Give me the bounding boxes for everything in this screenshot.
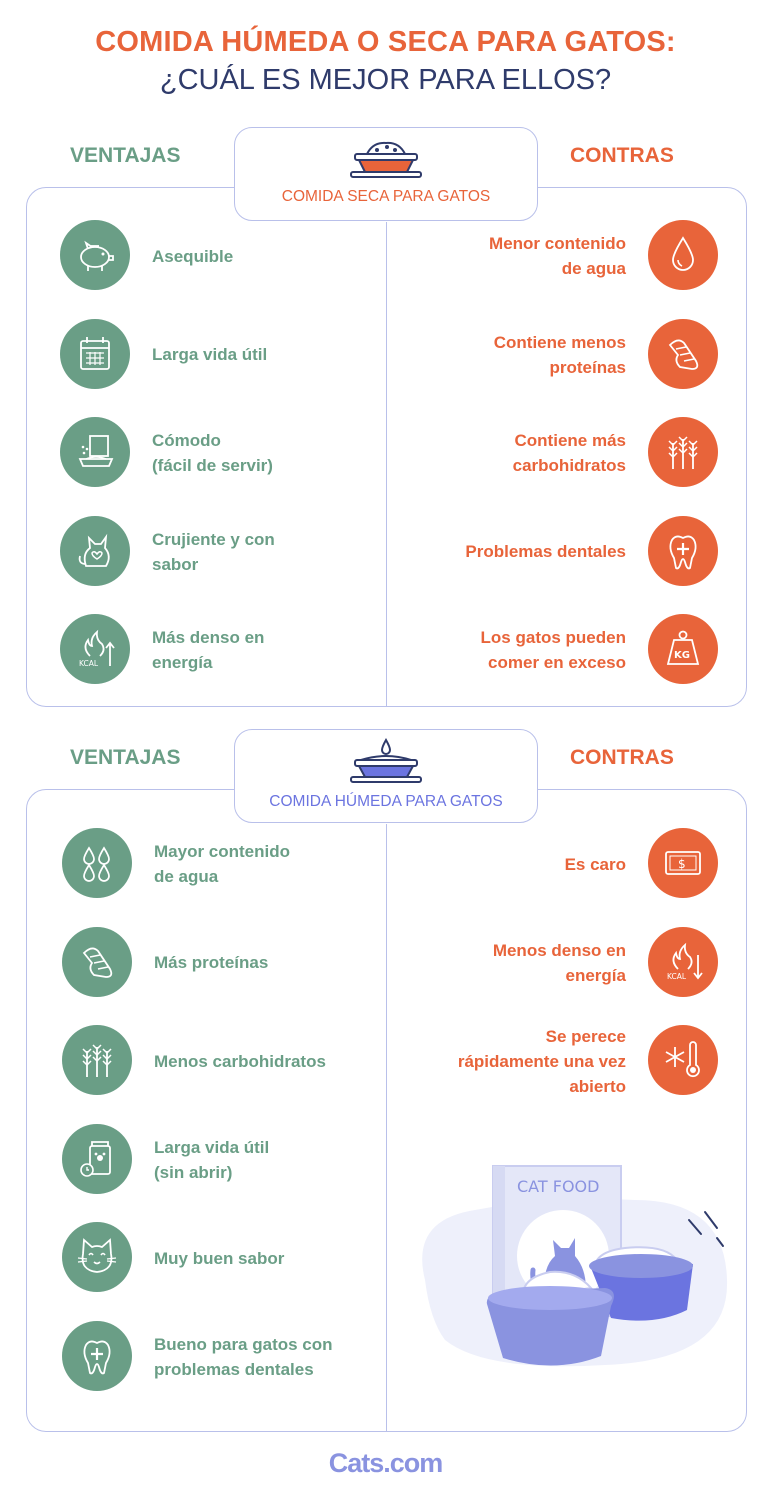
pouring-bag-icon: [60, 417, 130, 487]
wet-pro-text: Muy buen sabor: [154, 1248, 285, 1268]
kg-weight-icon: KG: [648, 614, 718, 684]
wet-pro-item: Larga vida útil (sin abrir): [62, 1123, 382, 1196]
dry-bowl-icon: [350, 141, 422, 178]
svg-text:KCAL: KCAL: [667, 972, 687, 981]
dry-con-item: Problemas dentales: [388, 515, 718, 588]
meat-icon: [62, 926, 132, 997]
dry-con-text: Menor contenido de agua: [489, 234, 626, 278]
dry-cons-heading: CONTRAS: [570, 144, 674, 167]
wet-food-label: COMIDA HÚMEDA PARA GATOS: [269, 793, 503, 810]
dry-divider: [386, 222, 387, 706]
wet-pro-item: Muy buen sabor: [62, 1222, 382, 1294]
wet-pro-text: Larga vida útil (sin abrir): [154, 1137, 270, 1182]
thermometer-snow-icon: [648, 1025, 718, 1095]
tooth-icon: [648, 515, 718, 586]
kcal-up-icon: KCAL: [60, 614, 130, 684]
dry-pro-item: KCAL Más denso en energía: [60, 614, 380, 686]
dry-con-item: Contiene menos proteínas: [388, 318, 718, 391]
dry-food-badge: COMIDA SECA PARA GATOS: [234, 127, 538, 221]
wet-pro-item: Más proteínas: [62, 926, 382, 999]
dry-con-text: Contiene más carbohidratos: [512, 431, 626, 475]
dry-pro-text: Más denso en energía: [152, 628, 265, 672]
svg-text:KCAL: KCAL: [79, 659, 99, 668]
page-subtitle: ¿CUÁL ES MEJOR PARA ELLOS?: [159, 64, 612, 96]
water-drop-icon: [648, 220, 718, 290]
wet-con-item: Se perece rápidamente una vez abierto: [388, 1025, 718, 1097]
water-drops-icon: [62, 828, 132, 898]
cat-heart-icon: [60, 515, 130, 586]
kcal-down-icon: KCAL: [648, 926, 718, 997]
wet-pro-text: Bueno para gatos con problemas dentales: [154, 1334, 333, 1379]
bag-label: CAT FOOD: [517, 1177, 599, 1196]
wheat-icon: [62, 1025, 132, 1095]
page-title: COMIDA HÚMEDA O SECA PARA GATOS:: [95, 26, 676, 58]
tooth-icon: [62, 1320, 132, 1391]
dry-food-label: COMIDA SECA PARA GATOS: [281, 188, 491, 205]
cat-food-illustration: CAT FOOD: [422, 1165, 728, 1367]
dry-pro-item: Crujiente y con sabor: [60, 515, 380, 588]
wet-pro-text: Mayor contenido de agua: [154, 842, 291, 886]
dry-pro-text: Asequible: [152, 246, 234, 266]
wet-con-item: KCAL Menos denso en energía: [388, 926, 718, 999]
food-bag-clock-icon: [62, 1123, 132, 1194]
dry-pros-heading: VENTAJAS: [70, 144, 181, 167]
dry-con-item: KG Los gatos pueden comer en exceso: [388, 614, 718, 686]
dry-pro-item: Larga vida útil: [60, 318, 380, 391]
dry-pro-text: Larga vida útil: [152, 345, 268, 364]
wet-con-item: $ Es caro: [388, 828, 718, 900]
wet-pro-item: Mayor contenido de agua: [62, 828, 382, 900]
calendar-icon: [60, 318, 130, 389]
dry-con-text: Contiene menos proteínas: [493, 332, 626, 377]
dry-pro-text: Crujiente y con sabor: [152, 529, 275, 574]
wet-pro-item: Menos carbohidratos: [62, 1025, 382, 1097]
wheat-icon: [648, 417, 718, 487]
wet-pro-text: Menos carbohidratos: [154, 1051, 326, 1071]
meat-icon: [648, 318, 718, 389]
wet-cons-heading: CONTRAS: [570, 746, 674, 769]
happy-cat-icon: [62, 1222, 132, 1292]
wet-food-badge: COMIDA HÚMEDA PARA GATOS: [234, 729, 538, 823]
dry-con-text: Problemas dentales: [465, 542, 626, 561]
dry-pro-item: Cómodo (fácil de servir): [60, 417, 380, 489]
wet-pro-text: Más proteínas: [154, 953, 269, 972]
wet-pros-heading: VENTAJAS: [70, 746, 181, 769]
wet-con-text: Se perece rápidamente una vez abierto: [457, 1026, 626, 1096]
dry-con-item: Contiene más carbohidratos: [388, 417, 718, 489]
dry-con-text: Los gatos pueden comer en exceso: [480, 628, 626, 672]
wet-con-text: Es caro: [564, 854, 626, 874]
wet-con-text: Menos denso en energía: [492, 940, 626, 985]
dry-pro-text: Cómodo (fácil de servir): [152, 431, 273, 475]
dry-con-item: Menor contenido de agua: [388, 220, 718, 292]
piggy-bank-icon: [60, 220, 130, 290]
wet-pro-item: Bueno para gatos con problemas dentales: [62, 1320, 382, 1393]
dollar-bill-icon: $: [648, 828, 718, 898]
cats-com-logo[interactable]: Cats.com: [328, 1448, 444, 1478]
wet-bowl-icon: [350, 738, 422, 783]
svg-text:$: $: [678, 857, 686, 871]
wet-divider: [386, 824, 387, 1431]
dry-pro-item: Asequible: [60, 220, 380, 292]
svg-text:KG: KG: [674, 650, 690, 661]
